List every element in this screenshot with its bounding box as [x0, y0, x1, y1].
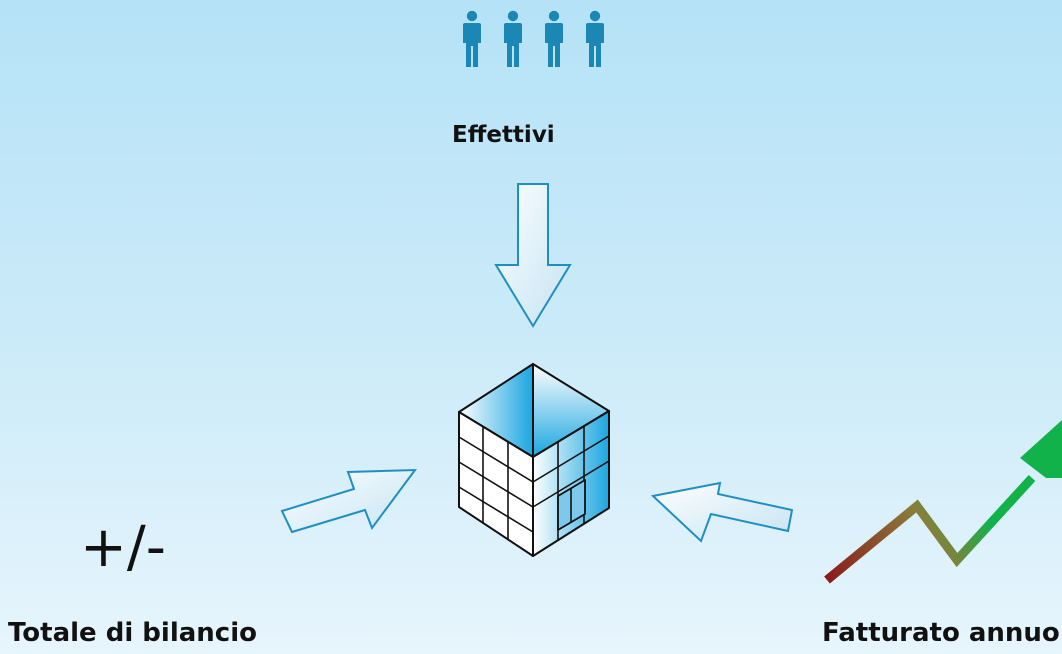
down-arrow-icon	[494, 183, 572, 328]
annual-turnover-label: Fatturato annuo	[822, 618, 1060, 648]
trend-line-icon	[824, 474, 1036, 584]
right-arrow-icon	[650, 481, 794, 543]
employees-label: Effettivi	[452, 122, 555, 148]
people-icon	[463, 10, 604, 68]
plus-minus-symbol: +/-	[80, 515, 166, 580]
trend-arrowhead-icon	[1020, 420, 1062, 478]
balance-sheet-label: Totale di bilancio	[8, 618, 257, 648]
building-icon	[458, 363, 610, 557]
left-arrow-icon	[280, 468, 418, 534]
